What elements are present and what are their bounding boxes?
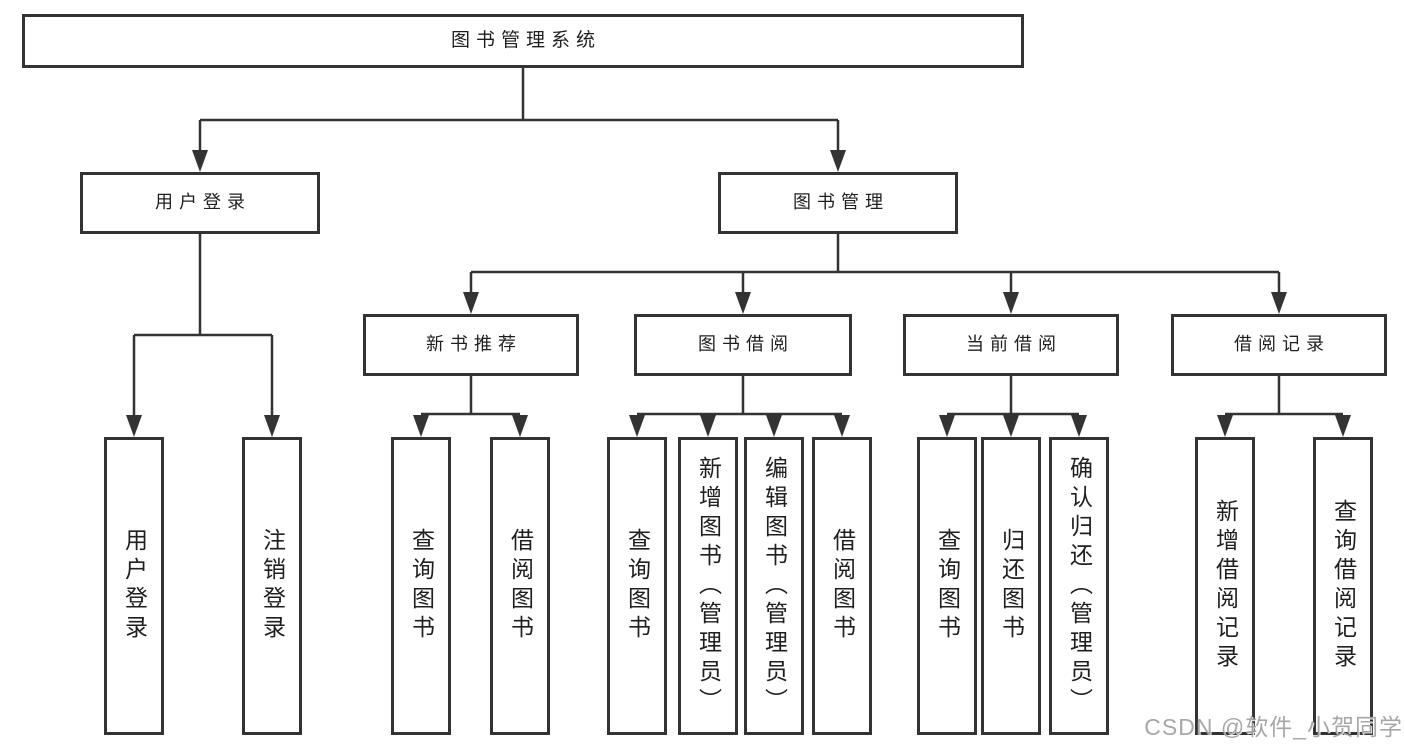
leaf-record-query-borrow-record: 查询借阅记录 xyxy=(1313,437,1373,735)
leaf-borrow-add-books-admin: 新增图书（管理员） xyxy=(678,437,738,735)
node-borrowing-record-label: 借阅记录 xyxy=(1234,334,1330,355)
leaf-current-return-books: 归还图书 xyxy=(981,437,1041,735)
leaf-logout: 注销登录 xyxy=(242,437,302,735)
leaf-current-return-books-label: 归还图书 xyxy=(998,528,1025,644)
leaf-current-confirm-return-admin-label: 确认归还（管理员） xyxy=(1066,455,1093,717)
node-user-login: 用户登录 xyxy=(80,172,320,234)
node-current-borrowing: 当前借阅 xyxy=(903,314,1119,376)
node-new-book-recommend: 新书推荐 xyxy=(363,314,579,376)
leaf-recommend-query-books-label: 查询图书 xyxy=(408,528,435,644)
leaf-borrow-query-books: 查询图书 xyxy=(607,437,667,735)
leaf-record-query-borrow-record-label: 查询借阅记录 xyxy=(1330,499,1357,673)
node-borrowing-record: 借阅记录 xyxy=(1171,314,1387,376)
node-root-label: 图书管理系统 xyxy=(450,29,601,51)
leaf-borrow-edit-books-admin: 编辑图书（管理员） xyxy=(744,437,804,735)
node-current-borrowing-label: 当前借阅 xyxy=(966,334,1062,355)
node-new-book-recommend-label: 新书推荐 xyxy=(426,334,522,355)
leaf-recommend-borrow-books-label: 借阅图书 xyxy=(507,528,534,644)
node-book-management: 图书管理 xyxy=(718,172,958,234)
leaf-borrow-add-books-admin-label: 新增图书（管理员） xyxy=(695,455,722,717)
leaf-borrow-borrow-books-label: 借阅图书 xyxy=(829,528,856,644)
leaf-borrow-query-books-label: 查询图书 xyxy=(624,528,651,644)
leaf-borrow-borrow-books: 借阅图书 xyxy=(812,437,872,735)
leaf-record-add-borrow-record: 新增借阅记录 xyxy=(1195,437,1255,735)
leaf-borrow-edit-books-admin-label: 编辑图书（管理员） xyxy=(761,455,788,717)
leaf-current-confirm-return-admin: 确认归还（管理员） xyxy=(1049,437,1109,735)
leaf-recommend-query-books: 查询图书 xyxy=(391,437,451,735)
leaf-logout-label: 注销登录 xyxy=(259,528,286,644)
node-user-login-label: 用户登录 xyxy=(155,192,251,213)
leaf-recommend-borrow-books: 借阅图书 xyxy=(490,437,550,735)
csdn-watermark: CSDN @软件_小贺同学 xyxy=(1144,714,1403,740)
node-book-borrowing: 图书借阅 xyxy=(634,314,852,376)
node-book-borrowing-label: 图书借阅 xyxy=(698,334,794,355)
leaf-current-query-books: 查询图书 xyxy=(917,437,977,735)
leaf-record-add-borrow-record-label: 新增借阅记录 xyxy=(1212,499,1239,673)
node-root: 图书管理系统 xyxy=(22,14,1024,68)
node-book-management-label: 图书管理 xyxy=(793,192,889,213)
leaf-user-login-label: 用户登录 xyxy=(121,528,148,644)
leaf-user-login: 用户登录 xyxy=(104,437,164,735)
leaf-current-query-books-label: 查询图书 xyxy=(934,528,961,644)
